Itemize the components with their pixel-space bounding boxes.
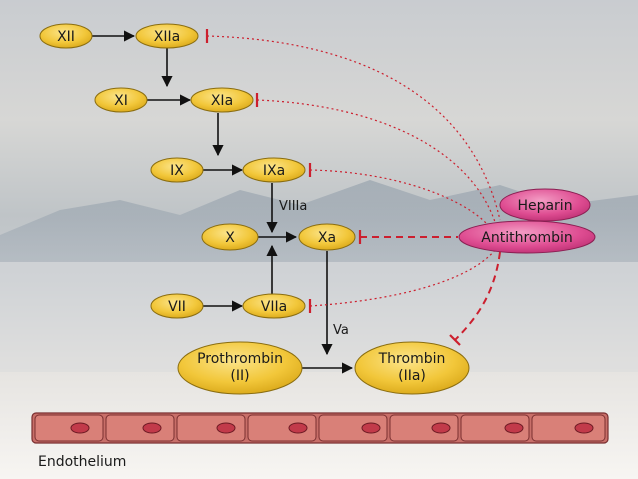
factor-ix-node xyxy=(150,157,204,183)
factor-vii-node xyxy=(150,293,204,319)
factor-xa-label: Xa xyxy=(318,230,336,246)
prothrombin-sublabel: (II) xyxy=(230,368,249,384)
inhibit-line-thrombin xyxy=(454,251,501,341)
factor-xia-label: XIa xyxy=(211,93,233,109)
endothelium-label: Endothelium xyxy=(38,454,126,470)
factor-viia-node xyxy=(242,293,306,319)
inhibit-line-xia xyxy=(256,99,496,223)
heparin-node xyxy=(499,188,591,222)
inhibit-line-ixa xyxy=(309,169,489,226)
prothrombin-node xyxy=(177,341,303,395)
factor-x-node xyxy=(201,223,259,251)
factor-ixa-label: IXa xyxy=(263,163,285,179)
sea xyxy=(0,262,638,372)
inhibit-line-xiia xyxy=(206,35,501,221)
factor-xi-node xyxy=(94,87,148,113)
heparin-label: Heparin xyxy=(517,198,572,214)
factor-xa-node xyxy=(298,223,356,251)
factor-xii-label: XII xyxy=(57,29,75,45)
inhibit-bar-thrombin xyxy=(449,334,461,346)
cofactor-viiia-label: VIIIa xyxy=(279,199,307,214)
prothrombin-label: Prothrombin xyxy=(197,351,283,367)
cofactor-va-label: Va xyxy=(333,323,349,338)
factor-ix-label: IX xyxy=(170,163,184,179)
factor-ixa-node xyxy=(242,157,306,183)
thrombin-label: Thrombin xyxy=(378,351,446,367)
factor-xia-node xyxy=(190,87,254,113)
antithrombin-label: Antithrombin xyxy=(481,230,573,246)
thrombin-node xyxy=(354,341,470,395)
factor-xiia-node xyxy=(135,23,199,49)
thrombin-sublabel: (IIa) xyxy=(398,368,426,384)
factor-xiia-label: XIIa xyxy=(154,29,180,45)
factor-viia-label: VIIa xyxy=(261,299,287,315)
factor-x-label: X xyxy=(225,230,235,246)
factor-vii-label: VII xyxy=(168,299,186,315)
endothelium-cells xyxy=(31,412,609,444)
factor-xii-node xyxy=(39,23,93,49)
inhibit-line-viia xyxy=(309,249,496,307)
factor-xi-label: XI xyxy=(114,93,128,109)
antithrombin-node xyxy=(458,220,596,254)
